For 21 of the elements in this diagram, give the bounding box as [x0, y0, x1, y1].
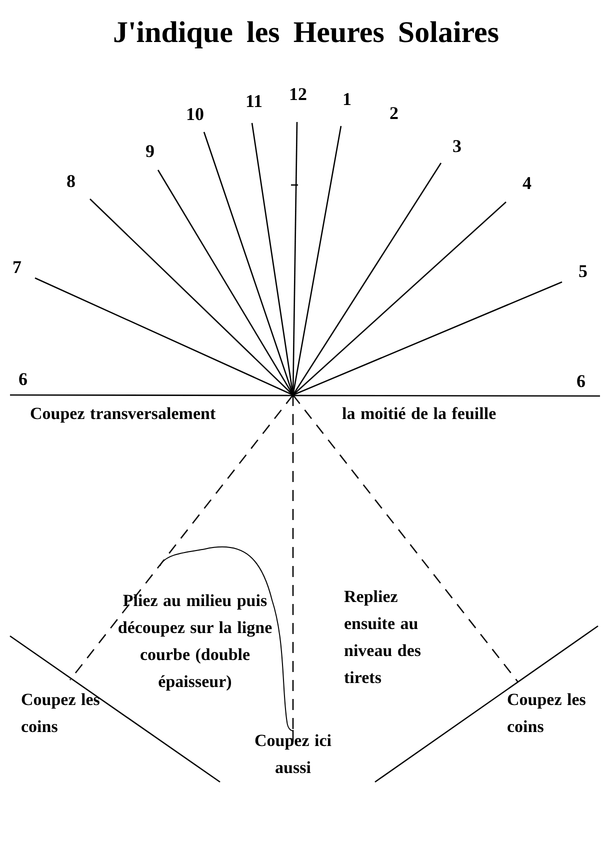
hour-number: 5	[578, 262, 588, 280]
instruction-text: Coupez les coins	[21, 689, 101, 738]
hour-number: 3	[452, 137, 462, 155]
hour-number: 6	[18, 370, 28, 388]
hour-number: 4	[522, 174, 532, 192]
instruction-text: la moitié de la feuille	[342, 403, 496, 425]
hour-number: 6	[576, 372, 586, 390]
instruction-text: Pliez au milieu puis découpez sur la ligne courbe (double épaisseur)	[116, 590, 274, 693]
instruction-text: Coupez transversalement	[30, 403, 216, 425]
hour-number: 11	[246, 92, 262, 110]
instruction-text: Coupez les coins	[507, 689, 587, 738]
hour-number: 8	[66, 172, 76, 190]
hour-number: 2	[390, 104, 398, 122]
hour-number: 7	[12, 258, 22, 276]
instruction-text: Coupez ici aussi	[253, 730, 333, 779]
hour-number: 12	[289, 85, 307, 103]
title: J'indique les Heures Solaires	[112, 16, 500, 50]
hour-number: 9	[146, 142, 154, 160]
hour-number: 10	[186, 105, 204, 123]
hour-number: 1	[342, 90, 352, 108]
instruction-text: Repliez ensuite au niveau des tirets	[344, 586, 422, 689]
